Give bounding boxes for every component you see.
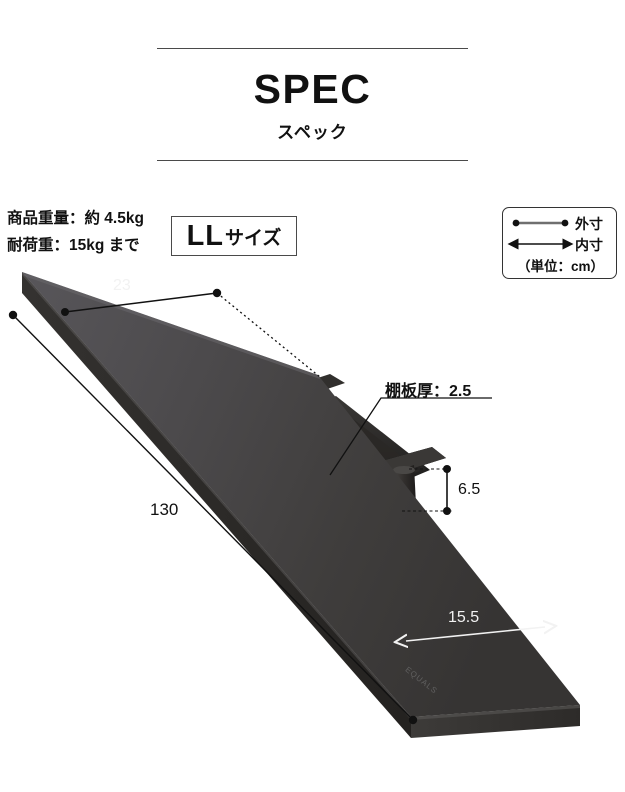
shelf-back-highlight: [22, 272, 320, 379]
height-dot-top: [443, 465, 451, 473]
product-weight-text: 商品重量：約 4.5kg: [7, 210, 144, 227]
length-dot-end: [408, 715, 418, 725]
legend-unit-label: （単位：cm）: [516, 259, 604, 274]
page-subtitle: スペック: [277, 123, 348, 142]
size-badge-main-label: LL: [186, 219, 224, 252]
length-dim-line: [12, 314, 414, 721]
dimension-inner-155: [406, 627, 545, 641]
inner-dim-line: [406, 627, 545, 641]
shelf-front-edge: [22, 272, 411, 738]
bracket-height-dimension-label: 6.5: [458, 481, 481, 498]
bracket-foot-cap: [393, 466, 415, 474]
thickness-leader-line: [329, 397, 492, 476]
height-dot-bottom: [443, 507, 451, 515]
shelf-front-highlight: [22, 272, 411, 720]
legend-inner-label: 内寸: [575, 237, 603, 253]
leader-shelf-thickness: [329, 397, 492, 476]
shelf-top-face: [22, 272, 580, 717]
shelf-tip-highlight: [411, 705, 580, 720]
legend-row-inner: 内寸: [503, 234, 618, 254]
legend-row-outer: 外寸: [503, 213, 618, 233]
depth-dimension-label: 23: [113, 277, 131, 294]
length-dot-start: [8, 310, 18, 320]
shelf-thickness-label: 棚板厚：2.5: [385, 383, 472, 400]
inner-width-dimension-label: 15.5: [448, 609, 480, 626]
page-title: SPEC: [253, 66, 372, 112]
header-divider-top: [157, 48, 468, 49]
legend-outer-line-icon: [512, 219, 569, 227]
depth-dot-left: [61, 308, 69, 316]
length-dimension-label: 130: [150, 500, 179, 519]
depth-projection-line: [216, 292, 321, 378]
size-badge-suffix-label: サイズ: [225, 227, 282, 249]
shelf-right-edge: [411, 705, 580, 738]
legend-box: 外寸 内寸 （単位：cm）: [502, 207, 617, 279]
dimension-height-65: [402, 465, 452, 515]
header-divider-bottom: [157, 160, 468, 161]
legend-inner-arrow-icon: [507, 238, 574, 250]
depth-dim-line: [64, 292, 218, 313]
dimension-depth-23: [61, 288, 321, 378]
weight-spec-block: 商品重量：約 4.5kg 耐荷重：15kg まで: [7, 205, 144, 259]
dimension-length-130: [8, 310, 418, 725]
legend-outer-label: 外寸: [575, 216, 603, 232]
load-capacity-text: 耐荷重：15kg まで: [7, 237, 140, 254]
shelf-board: [22, 272, 580, 738]
